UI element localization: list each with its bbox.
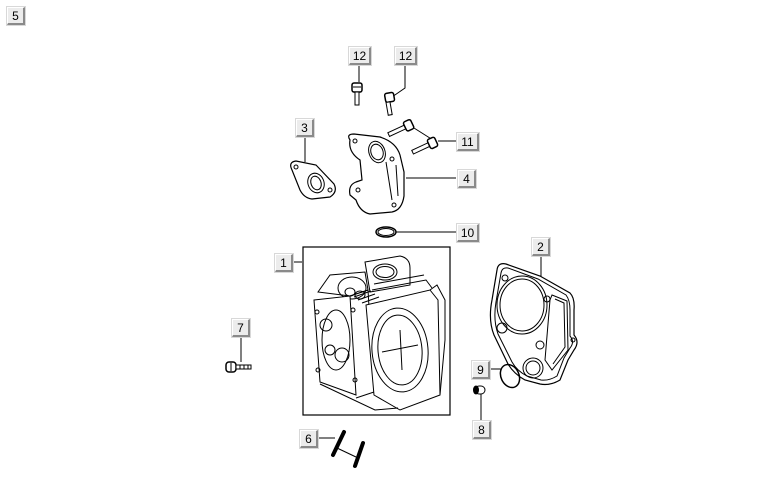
bolt-12-left <box>351 82 363 106</box>
callout-12-left[interactable]: 12 <box>349 47 371 65</box>
o-ring-10 <box>375 226 397 238</box>
callout-11[interactable]: 11 <box>457 133 479 151</box>
callout-10[interactable]: 10 <box>457 224 479 242</box>
cylinder-head-1 <box>313 255 446 411</box>
bolt-7 <box>225 361 252 373</box>
intake-manifold-4 <box>348 133 405 215</box>
callout-7[interactable]: 7 <box>232 319 250 337</box>
callout-2[interactable]: 2 <box>532 238 550 256</box>
bolt-12-right <box>383 91 396 116</box>
head-gasket-2 <box>489 263 578 386</box>
studs-6 <box>331 430 365 468</box>
dowel-pin-8 <box>473 385 486 395</box>
callout-8[interactable]: 8 <box>473 421 491 439</box>
insulator-gasket-3 <box>290 160 336 200</box>
bolt-11-upper <box>387 118 415 138</box>
bolt-11-lower <box>411 136 439 155</box>
callout-5[interactable]: 5 <box>7 7 25 25</box>
callout-9[interactable]: 9 <box>472 361 490 379</box>
leader-line-12b <box>391 64 406 98</box>
o-ring-9 <box>499 363 521 389</box>
callout-3[interactable]: 3 <box>296 119 314 137</box>
callout-1[interactable]: 1 <box>275 254 293 272</box>
callout-12-right[interactable]: 12 <box>395 47 417 65</box>
callout-4[interactable]: 4 <box>458 170 476 188</box>
callout-6[interactable]: 6 <box>300 430 318 448</box>
leader-line-6b <box>336 447 357 458</box>
